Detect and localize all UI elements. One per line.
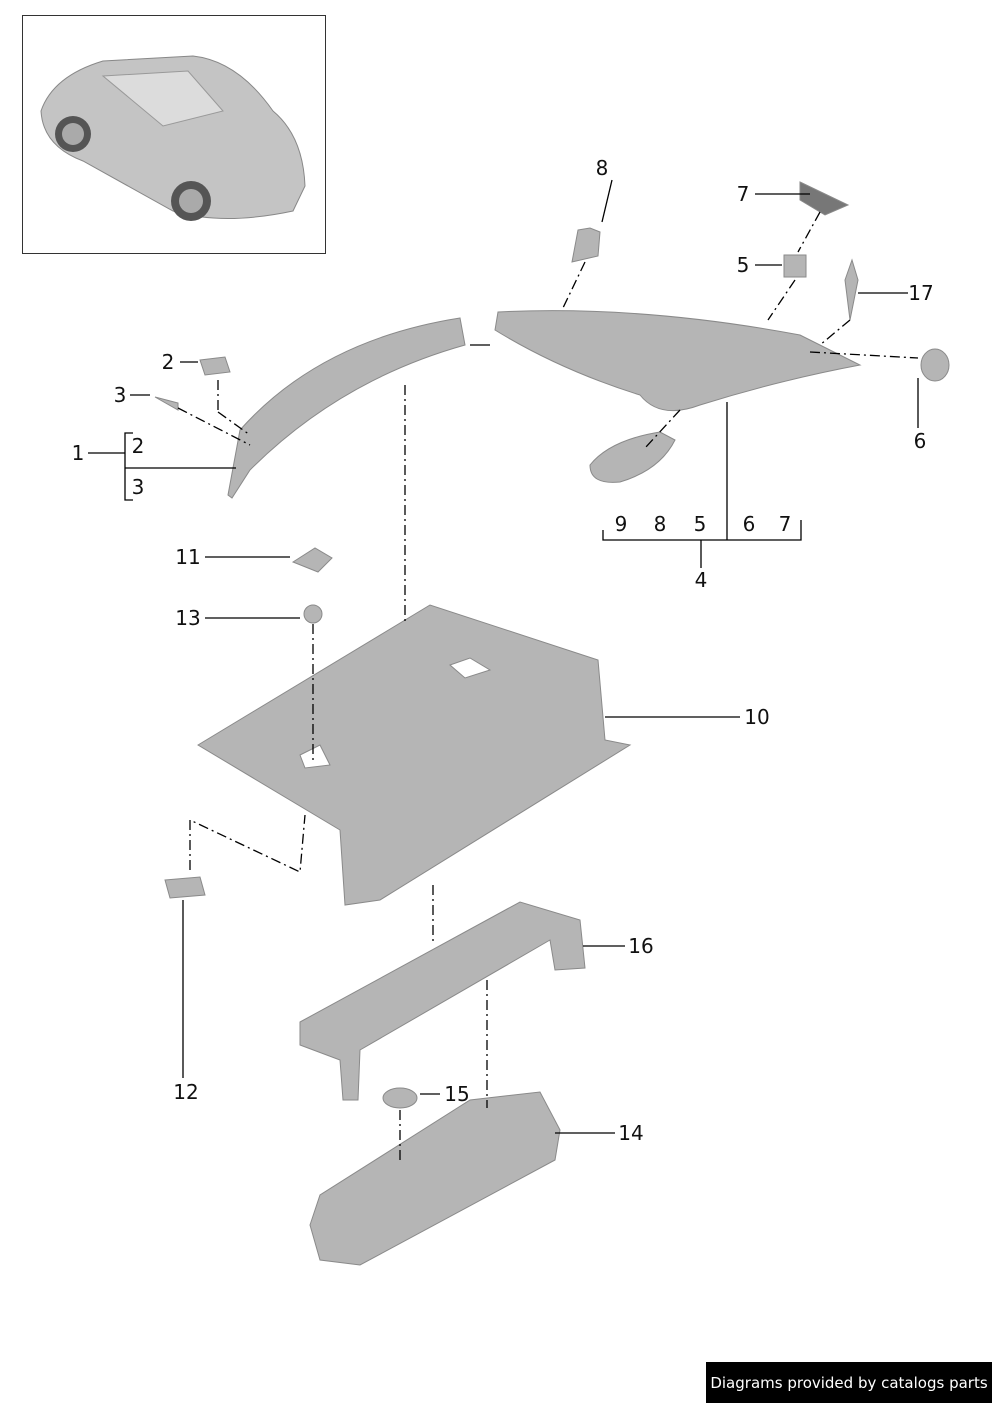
callout-5[interactable]: 5 [736,253,750,277]
part-1-trim-strip [227,317,466,499]
callout-2[interactable]: 2 [161,350,175,374]
part-17-rivet [844,258,859,321]
callout-17[interactable]: 17 [908,281,934,305]
part-13-nut [303,604,323,624]
footer-text: Diagrams provided by catalogs parts [710,1373,988,1392]
callout-4[interactable]: 4 [694,568,708,592]
group-callout-8[interactable]: 8 [653,512,667,536]
part-5-clip [783,254,807,278]
callout-11[interactable]: 11 [175,545,201,569]
callout-7[interactable]: 7 [736,182,750,206]
callout-13[interactable]: 13 [175,606,201,630]
callout-6[interactable]: 6 [913,429,927,453]
callout-14[interactable]: 14 [618,1121,644,1145]
part-7-pad [799,181,850,216]
callout-3[interactable]: 3 [113,383,127,407]
group-callout-6[interactable]: 6 [742,512,756,536]
callout-15[interactable]: 15 [444,1082,470,1106]
footer-credit: Diagrams provided by catalogs parts [706,1362,992,1403]
part-14-tray [309,1091,561,1266]
vehicle-thumbnail [22,15,326,254]
part-11-clip [291,547,333,573]
group-callout-9[interactable]: 9 [614,512,628,536]
car-illustration [40,55,306,221]
part-4-trim [494,310,862,412]
group-callout-5[interactable]: 5 [693,512,707,536]
part-12-clip [164,876,206,899]
callout-1[interactable]: 1 [71,441,85,465]
part-9-cover [589,431,676,483]
part-10-floor-panel [197,604,632,906]
callout-12[interactable]: 12 [173,1080,199,1104]
bracket-callout-3[interactable]: 3 [131,475,145,499]
callout-10[interactable]: 10 [744,705,770,729]
part-6-clip [920,348,950,382]
bracket-callout-2[interactable]: 2 [131,434,145,458]
part-15-nut [382,1087,418,1109]
callout-16[interactable]: 16 [628,934,654,958]
part-16-cover [299,901,586,1101]
part-3-pin [154,396,179,411]
part-8-pin [571,227,601,263]
callout-8[interactable]: 8 [595,156,609,180]
group-callout-7[interactable]: 7 [778,512,792,536]
part-2-clip [199,356,231,376]
